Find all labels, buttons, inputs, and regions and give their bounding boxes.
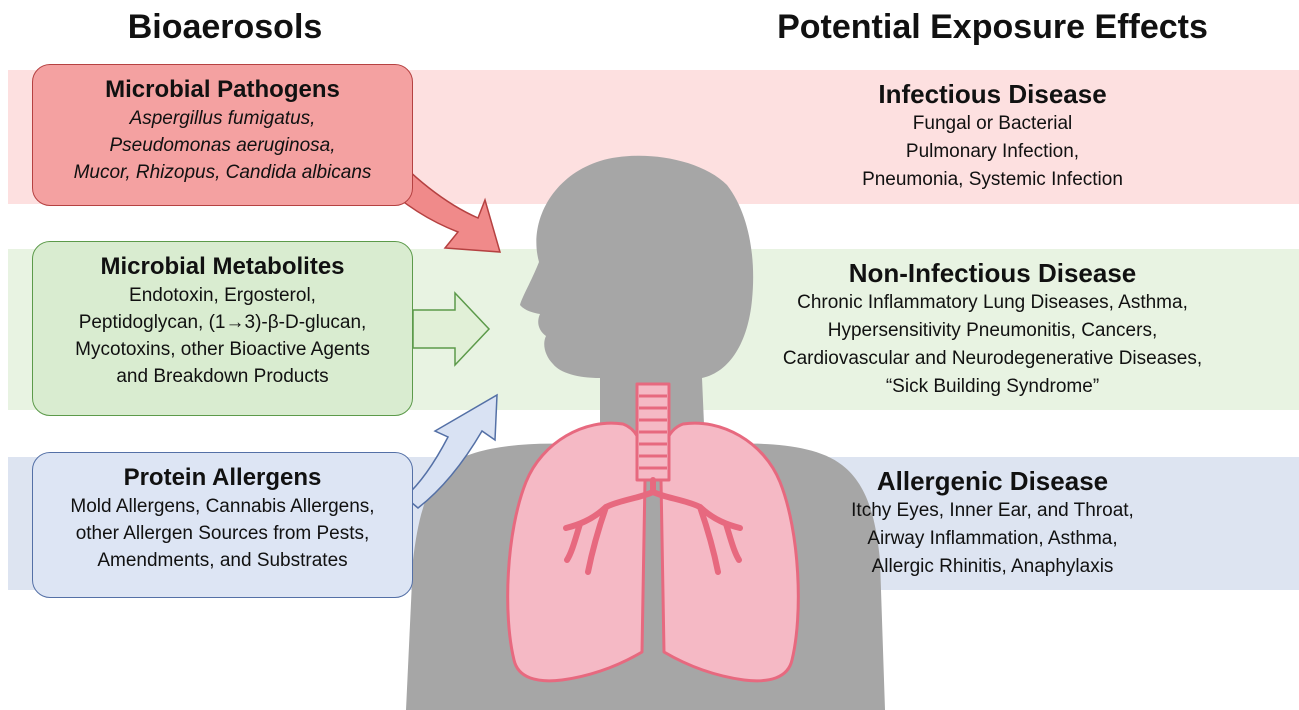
box-line: Endotoxin, Ergosterol, [33,282,412,309]
effect-line: Chronic Inflammatory Lung Diseases, Asth… [740,289,1245,317]
effect-title: Allergenic Disease [740,465,1245,497]
effect-line: Pneumonia, Systemic Infection [740,166,1245,194]
exposure-effects-heading: Potential Exposure Effects [740,8,1245,47]
protein-allergens-box: Protein Allergens Mold Allergens, Cannab… [32,452,413,598]
non-infectious-disease-effect: Non-Infectious Disease Chronic Inflammat… [740,257,1245,401]
microbial-metabolites-box: Microbial Metabolites Endotoxin, Ergoste… [32,241,413,416]
microbial-pathogens-box: Microbial Pathogens Aspergillus fumigatu… [32,64,413,206]
box-line: and Breakdown Products [33,363,412,390]
metabolite-arrow-icon [413,293,489,365]
box-line: Pseudomonas aeruginosa, [33,132,412,159]
infectious-disease-effect: Infectious Disease Fungal or Bacterial P… [740,78,1245,194]
effect-title: Infectious Disease [740,78,1245,110]
effect-line: Allergic Rhinitis, Anaphylaxis [740,553,1245,581]
box-line: Mucor, Rhizopus, Candida albicans [33,159,412,186]
effect-line: Airway Inflammation, Asthma, [740,525,1245,553]
box-title: Microbial Pathogens [33,75,412,105]
box-line: Amendments, and Substrates [33,547,412,574]
box-line: Aspergillus fumigatus, [33,105,412,132]
effect-line: Fungal or Bacterial [740,110,1245,138]
effect-line: Itchy Eyes, Inner Ear, and Throat, [740,497,1245,525]
effect-title: Non-Infectious Disease [740,257,1245,289]
box-line: Peptidoglycan, (1→3)-β-D-glucan, [33,309,412,336]
bioaerosols-heading: Bioaerosols [0,8,450,47]
box-line: Mycotoxins, other Bioactive Agents [33,336,412,363]
box-title: Microbial Metabolites [33,252,412,282]
box-line: other Allergen Sources from Pests, [33,520,412,547]
allergenic-disease-effect: Allergenic Disease Itchy Eyes, Inner Ear… [740,465,1245,581]
box-line: Mold Allergens, Cannabis Allergens, [33,493,412,520]
effect-line: Cardiovascular and Neurodegenerative Dis… [740,345,1245,373]
effect-line: Hypersensitivity Pneumonitis, Cancers, [740,317,1245,345]
effect-line: Pulmonary Infection, [740,138,1245,166]
effect-line: “Sick Building Syndrome” [740,373,1245,401]
box-title: Protein Allergens [33,463,412,493]
